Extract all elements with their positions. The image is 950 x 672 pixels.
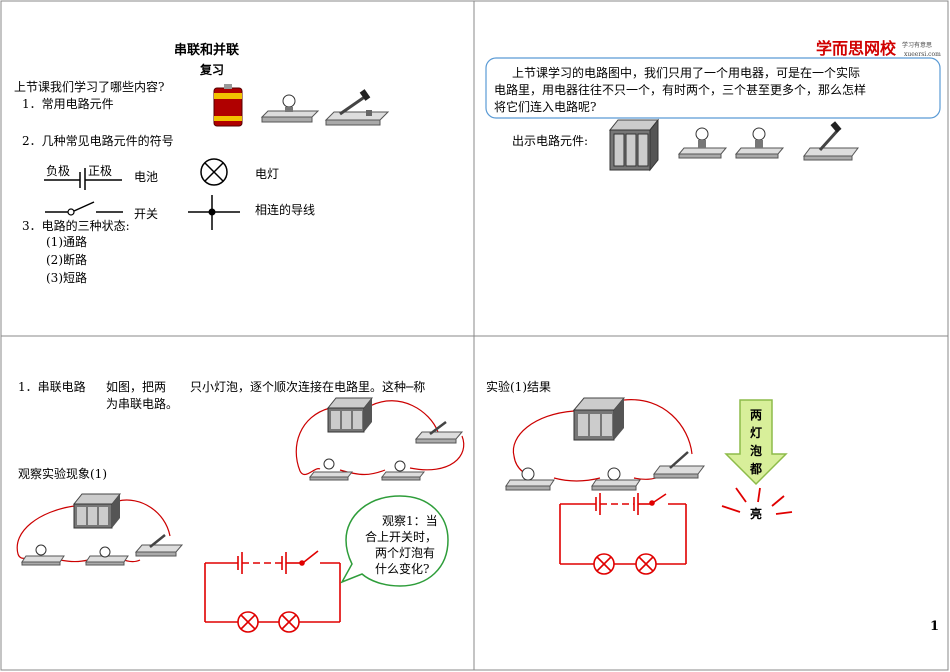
- apparatus-result: [505, 397, 705, 491]
- battery-symbol: [44, 168, 122, 190]
- apparatus-left: [16, 493, 184, 566]
- apparatus-top: [295, 397, 465, 481]
- slide-experiment-result: 实验(1)结果: [474, 336, 948, 672]
- result-illustration: [505, 397, 793, 575]
- lamp-holder-picture: [734, 127, 785, 159]
- arrow-text-char: 泡: [750, 444, 763, 458]
- lamp-symbol: [200, 158, 228, 186]
- knife-switch-picture: [324, 89, 390, 126]
- lamp-holder-picture: [677, 127, 728, 159]
- glow-lines: [721, 487, 793, 515]
- switch-symbol: [45, 201, 123, 216]
- battery-label: 电池: [134, 170, 159, 184]
- definition-text: 只小灯泡，逐个顺次连接在电路里。这种─称: [190, 380, 426, 394]
- arrow-text-char: 都: [750, 462, 763, 476]
- bubble-text-line: 两个灯泡有: [375, 546, 436, 560]
- intro-text: 上节课我们学习了哪些内容?: [14, 80, 165, 94]
- slide-intro: 学而思网校 学习有意思 xueersi.com 上节课学习的电路图中，我们只用了…: [474, 0, 948, 336]
- components-illustration: [213, 84, 390, 127]
- slide-series-circuit: 1．串联电路 如图，把两 只小灯泡，逐个顺次连接在电路里。这种─称 为串联电路。…: [0, 336, 474, 672]
- bright-label: 亮: [750, 507, 763, 521]
- bubble-text-line: 观察1：当: [382, 514, 438, 528]
- switch-label: 开关: [134, 207, 159, 221]
- battery-box-picture: [608, 118, 660, 172]
- series-circuit-diagram: [204, 550, 341, 633]
- battery-picture: [213, 84, 243, 127]
- lamp-holder-picture: [260, 94, 320, 123]
- text-frame: [485, 57, 941, 119]
- logo-tagline: 学习有意思: [902, 42, 933, 49]
- negative-label: 负极: [46, 164, 71, 178]
- intro-paragraph-line: 将它们连入电路呢?: [494, 100, 597, 114]
- components-illustration: [608, 118, 859, 172]
- arrow-text-char: 两: [750, 408, 763, 422]
- list-item: 3．电路的三种状态:: [22, 219, 130, 233]
- result-heading: 实验(1)结果: [486, 380, 551, 394]
- symbols-illustration: [44, 158, 240, 230]
- state-item: (1)通路: [46, 235, 87, 249]
- slide-subtitle: 复习: [200, 63, 225, 77]
- intro-paragraph-line: 电路里，用电器往往不只一个，有时两个，三个甚至更多个，那么怎样: [494, 83, 867, 97]
- arrow-text-char: 灯: [750, 426, 763, 440]
- list-item: 2．几种常见电路元件的符号: [22, 134, 174, 148]
- down-arrow: [724, 399, 788, 486]
- page-number: 1: [930, 619, 940, 634]
- positive-label: 正极: [88, 164, 113, 178]
- slide-title: 串联和并联: [174, 43, 240, 58]
- state-item: (3)短路: [46, 271, 87, 285]
- junction-label: 相连的导线: [255, 203, 316, 217]
- list-item: 1．常用电路元件: [22, 97, 114, 111]
- show-components-label: 出示电路元件:: [512, 134, 589, 148]
- section-heading: 1．串联电路: [18, 380, 86, 394]
- slide-review: 串联和并联 复习 上节课我们学习了哪些内容? 1．常用电路元件 2．几种常见电路…: [0, 0, 474, 336]
- speech-bubble: [340, 495, 449, 587]
- knife-switch-picture: [803, 121, 859, 161]
- series-circuit-diagram: [559, 493, 687, 575]
- definition-text: 为串联电路。: [106, 397, 179, 411]
- bubble-text-line: 合上开关时，: [365, 530, 438, 544]
- definition-text: 如图，把两: [106, 380, 167, 394]
- observe-heading: 观察实验现象(1): [18, 467, 107, 481]
- state-item: (2)断路: [46, 253, 87, 267]
- logo: 学而思网校: [816, 39, 897, 58]
- lamp-label: 电灯: [255, 167, 280, 181]
- experiment-illustration: [16, 397, 465, 633]
- junction-symbol: [188, 195, 240, 230]
- intro-paragraph-line: 上节课学习的电路图中，我们只用了一个用电器，可是在一个实际: [512, 66, 861, 80]
- logo-url: xueersi.com: [904, 51, 941, 58]
- bubble-text-line: 什么变化?: [375, 562, 430, 576]
